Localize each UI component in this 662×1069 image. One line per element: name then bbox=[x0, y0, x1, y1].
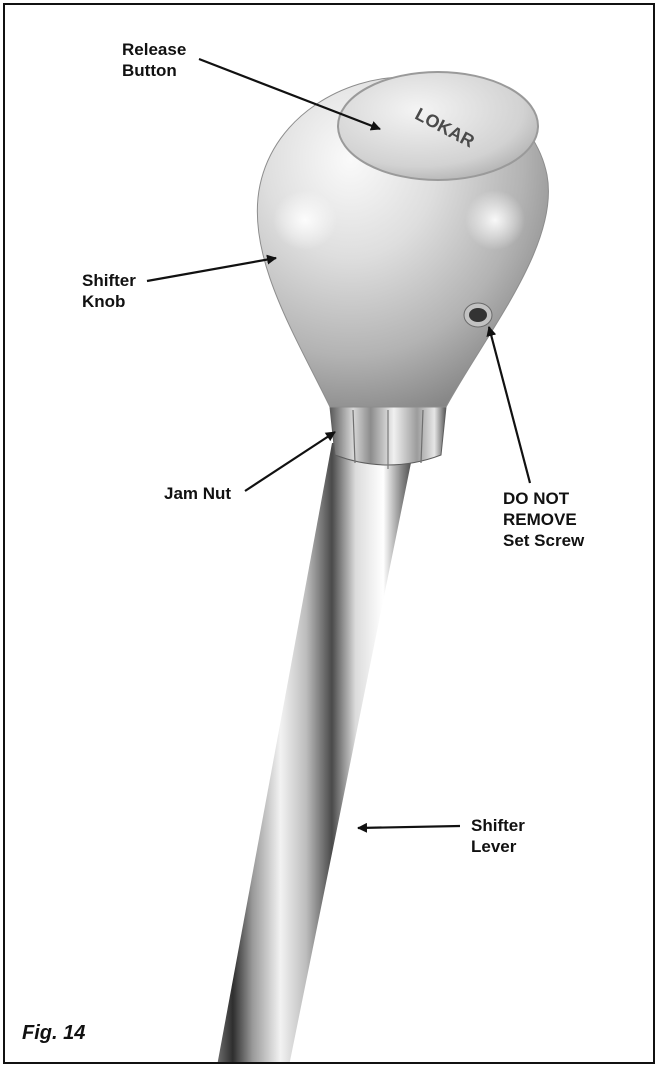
knob-highlight bbox=[273, 190, 337, 250]
figure-label: Fig. 14 bbox=[22, 1022, 85, 1045]
set-screw-arrow bbox=[489, 327, 530, 483]
shifter-lever-arrow bbox=[358, 826, 460, 828]
release-button-label: Release Button bbox=[122, 39, 186, 81]
jam-nut-label: Jam Nut bbox=[164, 483, 231, 504]
shifter-knob-arrow bbox=[147, 258, 276, 281]
shifter-knob-label: Shifter Knob bbox=[82, 270, 136, 312]
jam-nut-arrow bbox=[245, 432, 335, 491]
set-screw-label: DO NOT REMOVE Set Screw bbox=[503, 488, 584, 551]
knob-highlight bbox=[465, 190, 525, 250]
shifter-lever-label: Shifter Lever bbox=[471, 815, 525, 857]
shifter-lever bbox=[217, 443, 415, 1064]
set-screw bbox=[464, 303, 492, 327]
figure-frame: LOKAR Release Button Shifter Knob Jam Nu… bbox=[3, 3, 655, 1064]
